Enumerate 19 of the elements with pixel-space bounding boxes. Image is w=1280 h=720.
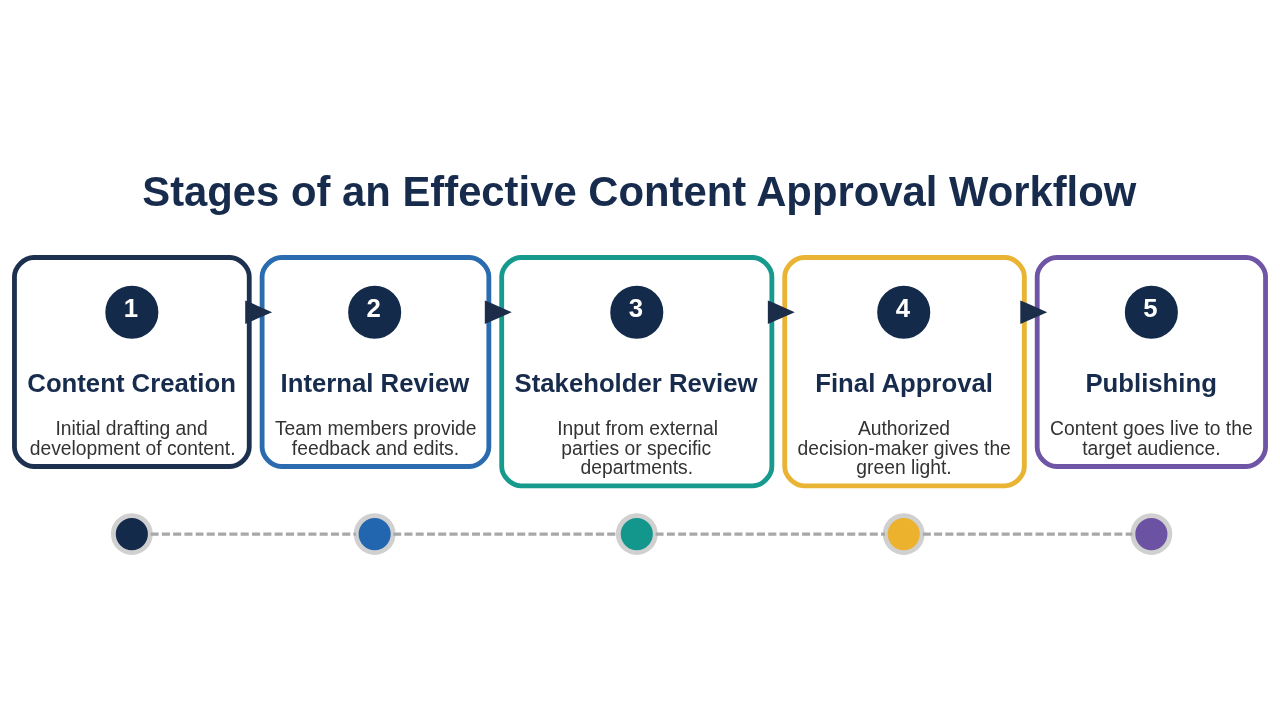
arrow [1020, 300, 1048, 324]
connector [655, 532, 886, 536]
arrow [245, 300, 273, 324]
node-circle [615, 513, 658, 555]
diagram-title: Stages of an Effective Content Approval Workflow [142, 167, 1137, 215]
node-circle [1130, 513, 1173, 555]
node-circle [882, 513, 925, 555]
connector [150, 532, 356, 536]
node-circle [110, 513, 153, 555]
node-circle: 3 [610, 285, 664, 339]
node-circle: 2 [348, 285, 402, 339]
node-circle [353, 513, 396, 555]
node-circle: 1 [105, 285, 159, 339]
node-circle: 4 [877, 285, 931, 339]
arrow [767, 300, 795, 324]
node-circle: 5 [1124, 285, 1178, 339]
arrow [484, 300, 512, 324]
connector [922, 532, 1133, 536]
connector [393, 532, 618, 536]
